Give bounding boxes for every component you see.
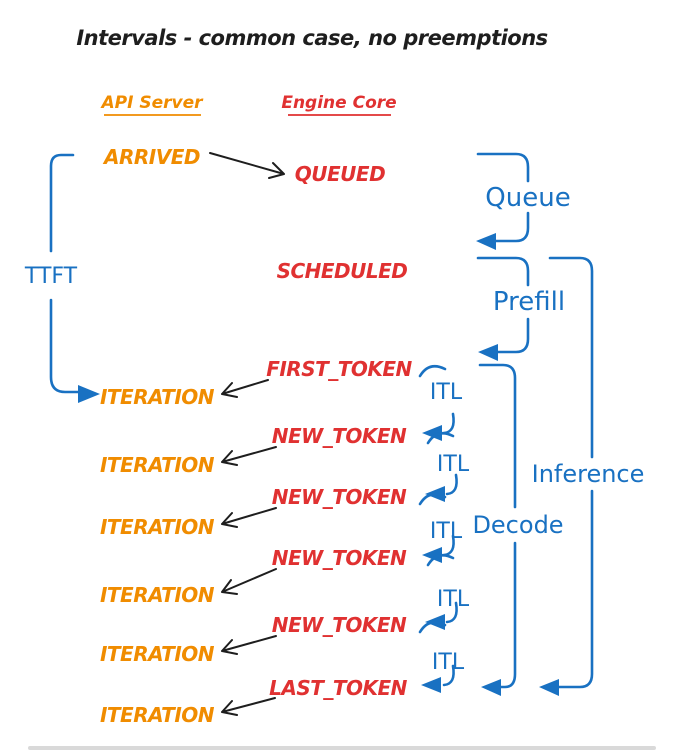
itl-arrowhead [422,547,442,563]
ttft-arrowhead [78,385,100,403]
event-new-token: NEW_TOKEN [272,485,407,509]
bottom-edge-bar [28,746,656,750]
ttft-bracket [49,153,100,403]
interval-prefill: Prefill [493,287,565,317]
column-header-engine-core: Engine Core [281,93,396,113]
arrow-new-token-to-iteration [221,568,277,595]
diagram-title: Intervals - common case, no preemptions [76,26,547,50]
event-iteration: ITERATION [100,515,215,539]
arrow-new-token-to-iteration [221,635,277,655]
arrow-first-token-to-iteration [221,379,269,398]
event-first-token: FIRST_TOKEN [266,357,412,381]
event-iteration: ITERATION [100,453,215,477]
inference-arrowhead [539,679,559,696]
event-arrived: ARRIVED [102,145,200,169]
itl-arrowhead [421,677,441,693]
event-new-token: NEW_TOKEN [272,613,407,637]
event-queued: QUEUED [295,162,385,186]
interval-ttft: TTFT [24,264,78,289]
decode-bracket [478,363,517,696]
queue-arrowhead [476,233,496,250]
interval-inference: Inference [532,460,645,488]
arrow-arrived-to-queued [209,152,285,179]
event-iteration: ITERATION [100,642,215,666]
prefill-arrowhead [478,344,498,361]
event-scheduled: SCHEDULED [277,259,408,283]
interval-itl: ITL [432,650,465,675]
event-new-token: NEW_TOKEN [272,424,407,448]
interval-queue: Queue [485,183,570,213]
arrow-new-token-to-iteration [221,507,277,528]
interval-itl: ITL [430,380,463,405]
event-iteration: ITERATION [100,703,215,727]
prefill-bracket [476,256,530,361]
event-iteration: ITERATION [100,385,215,409]
column-header-api-server: API Server [99,93,204,113]
itl-arrowhead [422,425,442,441]
event-new-token: NEW_TOKEN [272,546,407,570]
interval-itl: ITL [437,587,470,612]
interval-itl: ITL [430,519,463,544]
inference-bracket [539,256,594,696]
interval-decode: Decode [472,511,563,539]
event-iteration: ITERATION [100,583,215,607]
arrow-last-token-to-iteration [221,697,276,716]
arrow-new-token-to-iteration [221,446,277,466]
queue-bracket [476,152,530,250]
decode-arrowhead [481,679,501,696]
event-last-token: LAST_TOKEN [269,676,408,700]
interval-itl: ITL [437,452,470,477]
itl-unit [418,620,455,693]
